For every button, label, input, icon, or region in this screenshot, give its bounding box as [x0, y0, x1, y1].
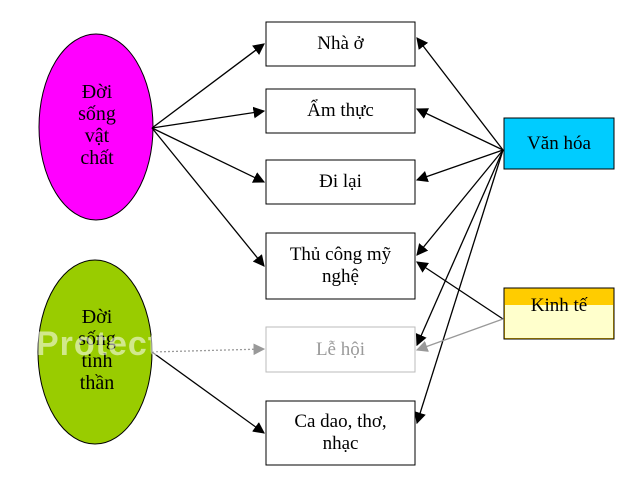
handicraft-box — [265, 232, 416, 300]
material-arrows — [151, 43, 266, 267]
handicraft-label: Thủ công mỹ nghệ — [266, 233, 415, 299]
material-line-3: vật — [84, 125, 110, 147]
culture-label: Văn hóa — [527, 132, 591, 154]
festival-box — [265, 326, 416, 373]
spiritual-arrows — [151, 343, 266, 434]
material-line-2: sống — [78, 103, 116, 125]
housing-box — [265, 21, 416, 67]
spiritual-line-3: tinh — [81, 350, 113, 372]
culture-box — [503, 117, 615, 170]
folk-art-box — [265, 400, 416, 466]
handicraft-line-2: nghệ — [322, 266, 359, 287]
spiritual-line-2: sống — [78, 328, 116, 350]
cuisine-box — [265, 88, 416, 134]
handicraft-line-1: Thủ công mỹ — [289, 244, 392, 265]
spiritual-line-1: Đời — [81, 306, 113, 328]
folk-line-2: nhạc — [322, 433, 359, 454]
material-line-1: Đời — [81, 81, 113, 103]
folk-line-1: Ca dao, thơ, — [294, 411, 387, 432]
economy-arrows — [415, 261, 504, 352]
cuisine-label: Ẩm thực — [307, 100, 374, 121]
housing-label: Nhà ở — [317, 33, 364, 54]
culture-arrows — [414, 37, 504, 425]
spiritual-life-label: Đời sống tinh thần — [62, 295, 132, 405]
economy-box-fade — [505, 305, 613, 338]
protect-watermark: Protect — [36, 325, 161, 363]
festival-label: Lễ hội — [315, 338, 366, 360]
folk-art-label: Ca dao, thơ, nhạc — [266, 401, 415, 465]
economy-label: Kinh tế — [530, 295, 588, 316]
material-life-label: Đời sống vật chất — [62, 70, 132, 180]
spiritual-line-4: thần — [79, 372, 115, 394]
travel-box — [265, 159, 416, 205]
travel-label: Đi lại — [319, 171, 362, 192]
material-line-4: chất — [80, 147, 114, 169]
